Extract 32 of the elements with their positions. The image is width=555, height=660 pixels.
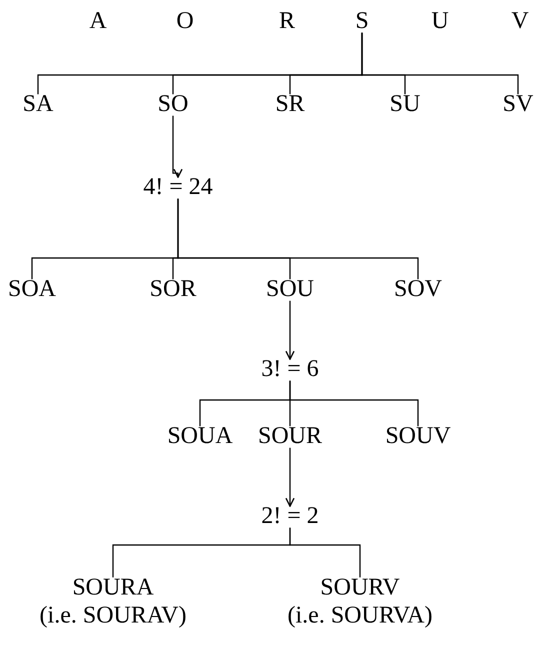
tree-label: 3! = 6 xyxy=(261,356,319,384)
note-text: (i.e. SOURAV) xyxy=(40,602,186,630)
tree-connector xyxy=(289,380,419,426)
tree-label: V xyxy=(511,8,529,36)
tree-label: 2! = 2 xyxy=(261,503,319,531)
tree-connector xyxy=(289,528,361,578)
tree-label: SOUR xyxy=(258,423,322,451)
tree-label: SOV xyxy=(394,276,442,304)
tree-label: SO xyxy=(158,91,188,119)
tree-label: O xyxy=(176,8,194,36)
tree-label: U xyxy=(431,8,449,36)
tree-label: SA xyxy=(22,91,54,119)
arrow xyxy=(285,448,295,507)
tree-label: S xyxy=(355,8,369,36)
tree-label: R xyxy=(279,8,295,36)
tree-label: SOU xyxy=(266,276,314,304)
tree-label: SOR xyxy=(150,276,196,304)
tree-label: SU xyxy=(390,91,420,119)
tree-label: A xyxy=(89,8,107,36)
tree-label: SR xyxy=(275,91,305,119)
note-text: (i.e. SOURVA) xyxy=(288,602,432,630)
tree-label: SOURA xyxy=(71,574,155,602)
tree-connector xyxy=(361,32,519,94)
tree-label: SOUV xyxy=(385,423,451,451)
tree-label: SOURV xyxy=(319,574,401,602)
tree-label: SOA xyxy=(8,276,56,304)
arrow xyxy=(285,300,295,360)
arrow xyxy=(172,116,183,178)
tree-label: SV xyxy=(502,91,534,119)
tree-label: SOUA xyxy=(167,423,233,451)
tree-connector xyxy=(177,198,419,280)
tree-label: 4! = 24 xyxy=(143,174,213,202)
